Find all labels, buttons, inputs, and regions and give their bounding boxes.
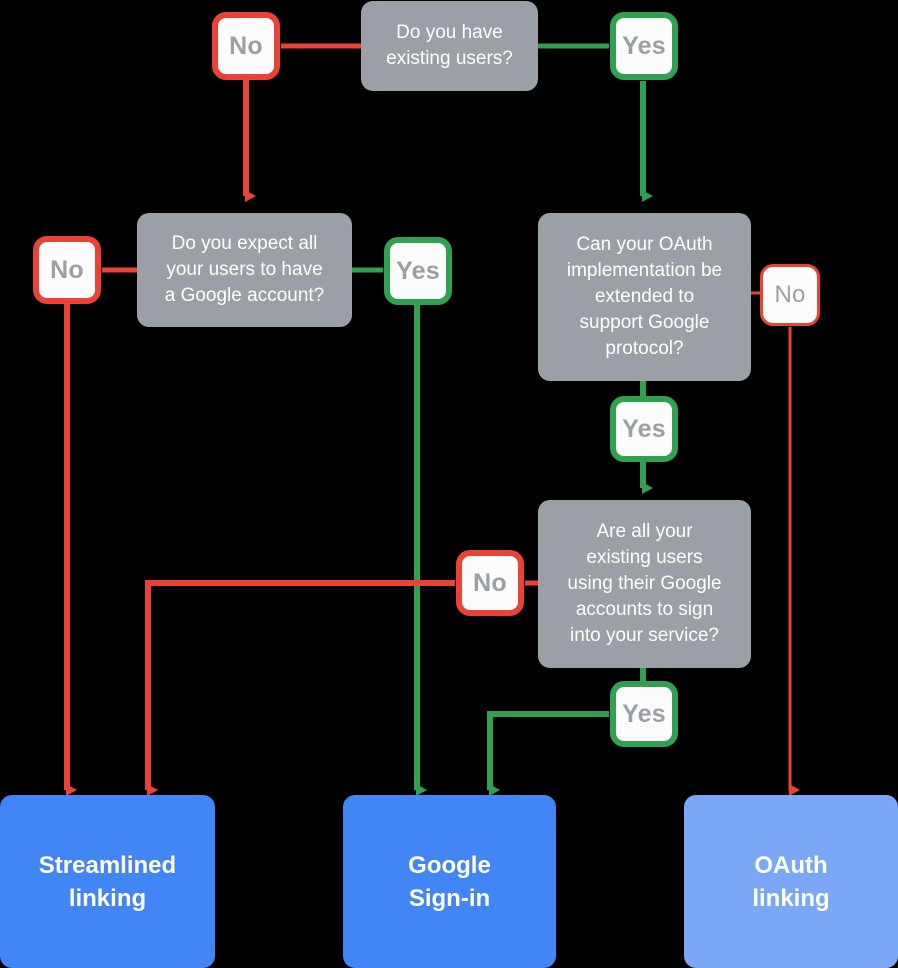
badge-label: Yes: [622, 699, 666, 728]
badge-no-google-account[interactable]: No: [33, 236, 101, 304]
result-label: OAuth linking: [752, 851, 830, 912]
question-node-existing-users[interactable]: Do you have existing users?: [361, 1, 538, 91]
badge-no-oauth-extend[interactable]: No: [760, 264, 820, 326]
question-label: Are all your existing users using their …: [567, 521, 722, 646]
result-node-google-sign-in[interactable]: Google Sign-in: [343, 795, 556, 968]
result-node-streamlined-linking[interactable]: Streamlined linking: [0, 795, 215, 968]
badge-label: No: [50, 255, 84, 284]
question-label: Do you have existing users?: [386, 22, 513, 69]
badge-label: No: [774, 281, 806, 308]
badge-no-existing-users[interactable]: No: [212, 12, 280, 80]
question-node-existing-google[interactable]: Are all your existing users using their …: [538, 500, 751, 668]
badge-no-existing-google[interactable]: No: [456, 550, 524, 616]
badge-label: No: [229, 31, 263, 60]
badge-yes-google-account[interactable]: Yes: [384, 237, 452, 305]
edge-no-existing-google-to-streamlined: [145, 580, 455, 796]
badge-label: No: [473, 568, 507, 597]
badge-yes-oauth-extend[interactable]: Yes: [610, 396, 678, 462]
badge-label: Yes: [622, 31, 666, 60]
edge-yes-existing-google-to-signin: [487, 711, 609, 796]
badge-label: Yes: [396, 256, 440, 285]
result-label: Streamlined linking: [38, 851, 177, 912]
question-node-google-account[interactable]: Do you expect all your users to have a G…: [137, 213, 352, 327]
badge-yes-existing-users[interactable]: Yes: [610, 12, 678, 80]
question-label: Do you expect all your users to have a G…: [164, 233, 325, 306]
result-node-oauth-linking[interactable]: OAuth linking: [684, 795, 898, 968]
badge-label: Yes: [622, 414, 666, 443]
question-label: Can your OAuth implementation be extende…: [566, 234, 723, 359]
badge-yes-existing-google[interactable]: Yes: [610, 681, 678, 747]
question-node-oauth-extend[interactable]: Can your OAuth implementation be extende…: [538, 213, 751, 381]
result-label: Google Sign-in: [408, 851, 491, 912]
